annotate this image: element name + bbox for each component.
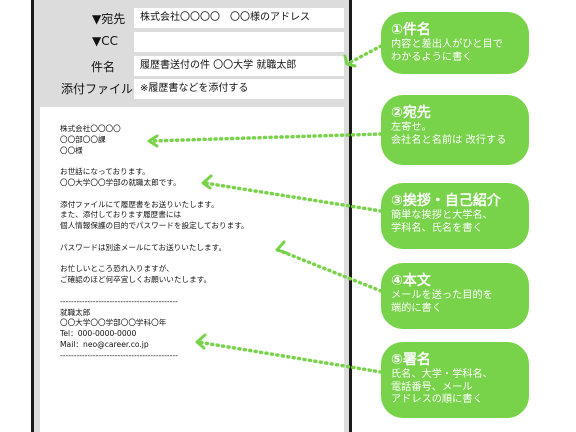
cc-label: ▼CC bbox=[92, 34, 118, 48]
annotation-recipient: ②宛先 左寄せ。 会社名と名前は 改行する bbox=[381, 95, 529, 165]
subject-field[interactable]: 履歴書送付の件 〇〇大学 就職太郎 bbox=[134, 56, 344, 76]
arrow-line-main-text bbox=[276, 248, 383, 293]
annotation-text: 端的に書く bbox=[391, 302, 442, 314]
body-line: お世話になっております。 bbox=[60, 167, 150, 177]
arrow-line-greeting bbox=[203, 181, 383, 213]
arrow-line-signature bbox=[196, 340, 383, 374]
annotation-title: ④本文 bbox=[391, 273, 431, 289]
annotation-title: ③挨拶・自己紹介 bbox=[391, 193, 501, 209]
body-line: 〇〇大学〇〇学部の就職太郎です。 bbox=[60, 177, 181, 187]
signature-affiliation: 〇〇大学〇〇学部〇〇学科〇年 bbox=[60, 318, 167, 328]
to-field[interactable]: 株式会社〇〇〇〇 〇〇様のアドレス bbox=[134, 8, 344, 28]
cc-field[interactable] bbox=[134, 32, 344, 52]
body-line: 〇〇部〇〇課 bbox=[60, 134, 106, 144]
arrow-head-signature bbox=[195, 333, 207, 350]
body-line: パスワードは別途メールにてお送りいたします。 bbox=[60, 242, 227, 252]
to-label: ▼宛先 bbox=[92, 12, 126, 26]
signature-mail: Mail：neo@career.co.jp bbox=[60, 339, 149, 349]
message-body[interactable]: 株式会社〇〇〇〇 〇〇部〇〇課 〇〇様 お世話になっております。 〇〇大学〇〇学… bbox=[40, 107, 344, 432]
subject-label: 件名 bbox=[91, 60, 116, 74]
body-line: 添付ファイルにて履歴書をお送りいたします。 bbox=[60, 199, 219, 209]
arrow-line-recipient bbox=[148, 132, 383, 143]
annotation-title: ②宛先 bbox=[391, 105, 431, 121]
annotation-text: 簡単な挨拶と大学名、 bbox=[391, 210, 493, 221]
body-line: 個人情報保護の目的でパスワードを設定しております。 bbox=[60, 221, 249, 231]
annotation-text: わかるように書く bbox=[391, 51, 473, 63]
annotation-text: アドレスの順に書く bbox=[391, 394, 483, 406]
arrow-head-main-text bbox=[275, 240, 289, 255]
signature-name: 就職太郎 bbox=[60, 307, 91, 317]
body-line: また、添付しております履歴書には bbox=[60, 210, 182, 220]
attachment-label: 添付ファイル bbox=[61, 82, 134, 96]
signature-tel: Tel：000-0000-0000 bbox=[60, 329, 137, 339]
annotation-text: 会社名と名前は 改行する bbox=[391, 134, 507, 146]
arrow-line-subject bbox=[347, 44, 383, 65]
signature-divider: ----------------------------------------… bbox=[60, 296, 178, 306]
annotation-text: 電話番号、メール bbox=[391, 381, 473, 393]
annotation-text: 左寄せ。 bbox=[391, 122, 432, 133]
annotation-text: 学科名、氏名を書く bbox=[391, 222, 483, 234]
arrow-head-recipient bbox=[147, 134, 159, 148]
arrow-head-greeting bbox=[201, 174, 213, 190]
attachment-field[interactable]: ※履歴書などを添付する bbox=[134, 79, 344, 99]
annotation-signature: ⑤署名 氏名、大学・学科名、 電話番号、メール アドレスの順に書く bbox=[381, 342, 529, 418]
annotation-title: ①件名 bbox=[391, 22, 431, 38]
email-compose-window: ▼宛先 株式会社〇〇〇〇 〇〇様のアドレス ▼CC 件名 履歴書送付の件 〇〇大… bbox=[31, 0, 352, 432]
annotation-text: 氏名、大学・学科名、 bbox=[391, 369, 493, 380]
arrow-head-subject bbox=[343, 54, 357, 68]
body-line: 株式会社〇〇〇〇 bbox=[60, 124, 121, 133]
body-line: ご確認のほど何卒宜しくお願いいたします。 bbox=[60, 275, 212, 285]
annotation-greeting: ③挨拶・自己紹介 簡単な挨拶と大学名、 学科名、氏名を書く bbox=[381, 183, 529, 249]
body-line: 〇〇様 bbox=[60, 145, 83, 155]
body-line: お忙しいところ恐れ入りますが、 bbox=[60, 264, 174, 274]
signature-divider: ----------------------------------------… bbox=[60, 350, 178, 360]
annotation-main-text: ④本文 メールを送った目的を 端的に書く bbox=[381, 263, 529, 329]
annotation-subject: ①件名 内容と差出人がひと目で わかるように書く bbox=[381, 12, 529, 74]
annotation-text: メールを送った目的を bbox=[391, 290, 493, 301]
annotation-title: ⑤署名 bbox=[391, 352, 431, 368]
annotation-text: 内容と差出人がひと目で bbox=[391, 39, 503, 50]
